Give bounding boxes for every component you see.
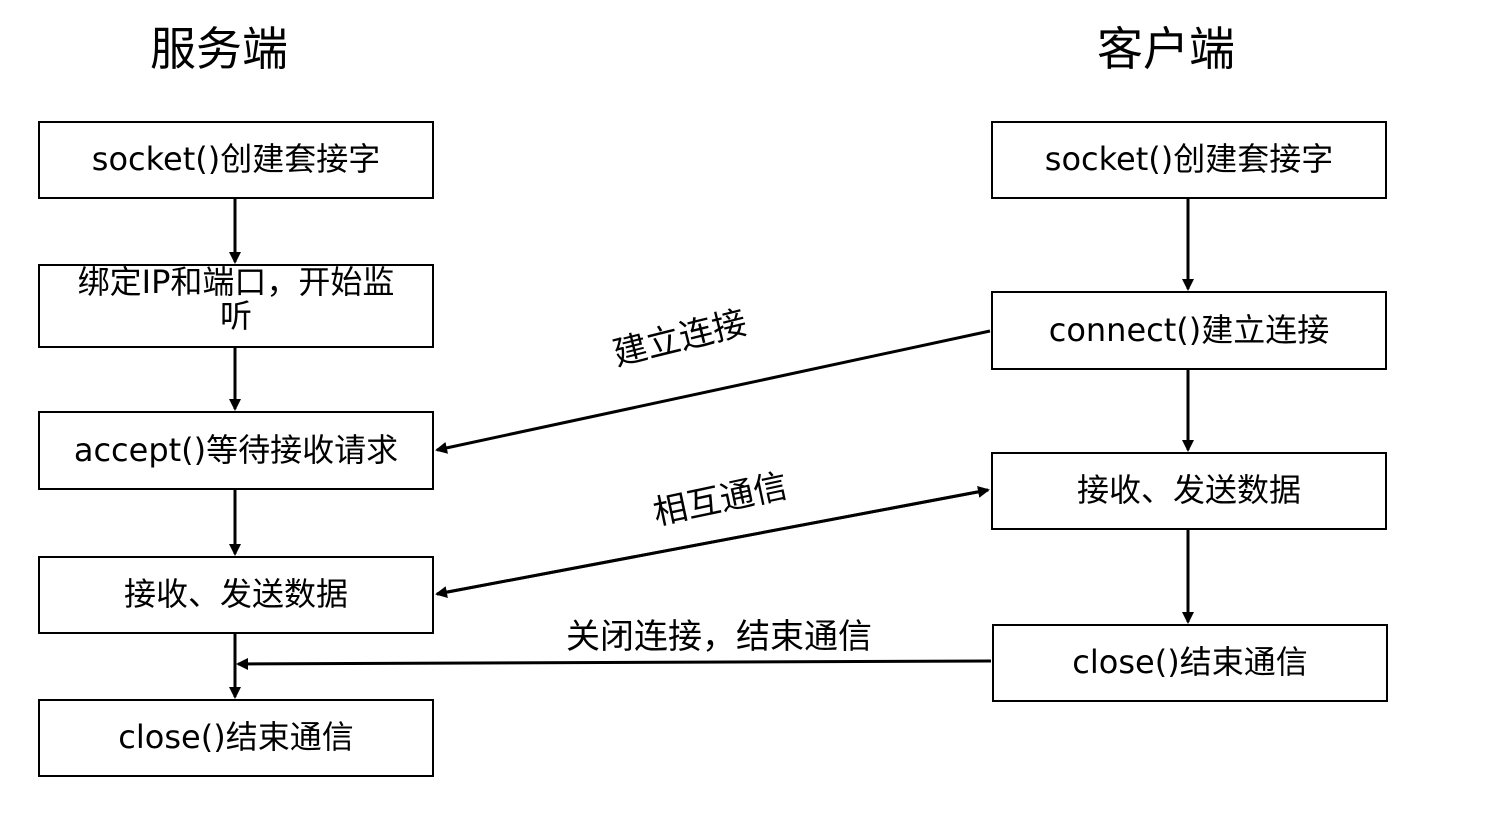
server-step-bind-listen: 绑定IP和端口，开始监听 [38,264,434,348]
client-step-connect-label: connect()建立连接 [1048,310,1330,349]
client-step-connect: connect()建立连接 [991,291,1387,370]
server-step-socket-label: socket()创建套接字 [91,140,381,179]
client-step-close: close()结束通信 [992,624,1388,702]
server-step-bind-listen-label: 绑定IP和端口，开始监听 [77,264,395,335]
link-label-close: 关闭连接，结束通信 [566,617,872,657]
server-step-accept-label: accept()等待接收请求 [73,430,399,469]
client-step-send-receive-label: 接收、发送数据 [1076,471,1301,510]
client-step-send-receive: 接收、发送数据 [991,452,1387,530]
server-step-close-label: close()结束通信 [118,718,354,757]
server-step-socket: socket()创建套接字 [38,121,434,199]
arrow-connect-request [435,329,991,454]
server-step-send-receive: 接收、发送数据 [38,556,434,634]
server-step-accept: accept()等待接收请求 [38,411,434,490]
server-title: 服务端 [150,22,288,76]
arrow-close-connection [236,657,992,670]
arrow-communicate-to-server [435,488,989,599]
client-step-close-label: close()结束通信 [1072,643,1308,682]
server-step-close: close()结束通信 [38,699,434,777]
server-step-send-receive-label: 接收、发送数据 [123,575,348,614]
client-title: 客户端 [1097,22,1235,76]
client-step-socket: socket()创建套接字 [991,121,1387,199]
client-step-socket-label: socket()创建套接字 [1044,140,1334,179]
